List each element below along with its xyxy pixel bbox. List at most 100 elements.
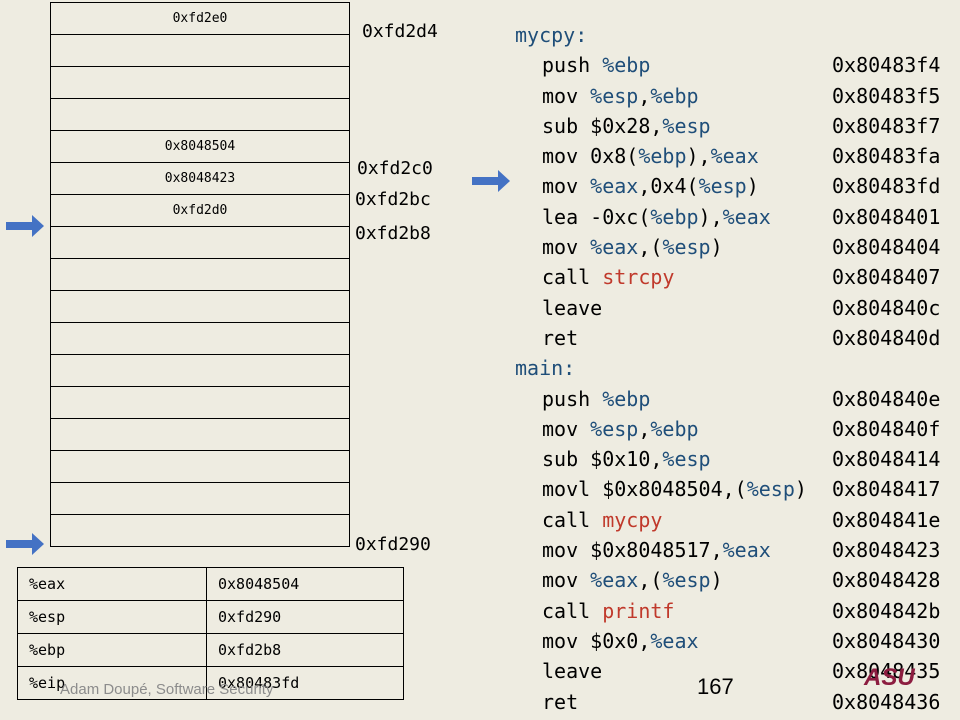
stack-cell: 0x8048504 [51,131,349,163]
instruction-token: ) [794,477,807,502]
instruction-text: ret [515,326,578,350]
page-number: 167 [697,674,734,699]
instruction-address: 0x8048428 [832,568,941,593]
instruction-address: 0x804840c [832,295,941,320]
function-token: printf [602,598,675,623]
register-token: %eax [590,568,639,593]
register-token: %esp [662,113,711,138]
register-token: %eax [650,628,699,653]
register-token: %ebp [602,53,651,78]
instruction-address: 0x8048401 [832,204,941,229]
stack-address-label: 0xfd2c0 [357,158,433,179]
instruction-token: leave [542,295,603,320]
instruction-line: ret 0x8048436 [515,687,940,717]
stack-cell [51,35,349,67]
instruction-line: movl $0x8048504,(%esp)0x8048417 [515,474,940,504]
stack-cell [51,67,349,99]
register-name: %esp [17,600,207,634]
register-name: %ebp [17,633,207,667]
ebp-arrow-icon [6,215,44,237]
instruction-address: 0x8048414 [832,447,941,472]
register-token: %esp [662,568,711,593]
instruction-address: 0x8048423 [832,538,941,563]
instruction-text: lea -0xc(%ebp),%eax [515,205,771,229]
instruction-text: leave [515,296,602,320]
instruction-address: 0x8048436 [832,689,941,714]
register-name: %eip [17,666,207,700]
register-token: %eax [722,538,771,563]
stack-cell [51,483,349,515]
instruction-token: , [638,83,651,108]
stack-cell: 0x8048423 [51,163,349,195]
instruction-line: mov $0x8048517,%eax 0x8048423 [515,535,940,565]
stack-address-label: 0xfd2b8 [355,223,431,244]
instruction-line: mov %eax,0x4(%esp)0x80483fd [515,171,940,201]
instruction-text: mov $0x0,%eax [515,629,699,653]
instruction-token: mov [542,416,591,441]
instruction-token: mov [542,568,591,593]
register-value: 0xfd2b8 [206,633,404,667]
instruction-token: ) [710,568,723,593]
register-token: %eax [722,204,771,229]
instruction-address: 0x80483fa [832,144,941,169]
stack-cell [51,451,349,483]
instruction-token: ,( [638,568,663,593]
instruction-address: 0x80483f5 [832,83,941,108]
stack-cell [51,227,349,259]
instruction-text: mov 0x8(%ebp),%eax [515,144,759,168]
stack-address-label: 0xfd2d4 [362,21,438,42]
instruction-text: mov %eax,0x4(%esp) [515,174,759,198]
instruction-text: leave [515,659,602,683]
register-name: %eax [17,567,207,601]
instruction-line: mov $0x0,%eax 0x8048430 [515,626,940,656]
instruction-address: 0x8048430 [832,628,941,653]
instruction-address: 0x804841e [832,507,941,532]
register-token: %esp [662,235,711,260]
register-token: %esp [662,447,711,472]
function-label: mycpy: [515,20,807,50]
register-token: %ebp [602,386,651,411]
instruction-token: mov 0x8( [542,144,639,169]
instruction-line: ret 0x804840d [515,323,940,353]
register-token: %eax [590,235,639,260]
footer-credit: Adam Doupé, Software Security [60,681,274,698]
stack-cell [51,419,349,451]
instruction-token: call [542,265,603,290]
instruction-address: 0x8048407 [832,265,941,290]
instruction-line: mov %eax,(%esp)0x8048404 [515,232,940,262]
instruction-token: ), [698,204,723,229]
instruction-token: mov $0x0, [542,628,651,653]
instruction-token: sub $0x10, [542,447,663,472]
instruction-token: mov $0x8048517, [542,538,723,563]
instruction-token: ret [542,689,579,714]
instruction-token: ret [542,325,579,350]
register-token: %esp [590,83,639,108]
instruction-text: call strcpy [515,265,674,289]
instruction-address: 0x804840d [832,325,941,350]
instruction-text: movl $0x8048504,(%esp) [515,477,807,501]
instruction-text: call mycpy [515,508,662,532]
instruction-text: mov %eax,(%esp) [515,235,723,259]
register-token: %ebp [650,416,699,441]
register-value: 0x80483fd [206,666,404,700]
stack-cell [51,259,349,291]
function-token: mycpy [602,507,663,532]
register-token: %esp [698,174,747,199]
instruction-token: sub $0x28, [542,113,663,138]
stack-cell [51,99,349,131]
stack-cell [51,355,349,387]
instruction-token: mov [542,83,591,108]
instruction-token: ,0x4( [638,174,699,199]
eip-arrow-icon [472,170,510,192]
instruction-token: push [542,53,603,78]
instruction-text: mov %eax,(%esp) [515,568,723,592]
instruction-token: leave [542,659,603,684]
function-label-text: main: [515,356,576,381]
